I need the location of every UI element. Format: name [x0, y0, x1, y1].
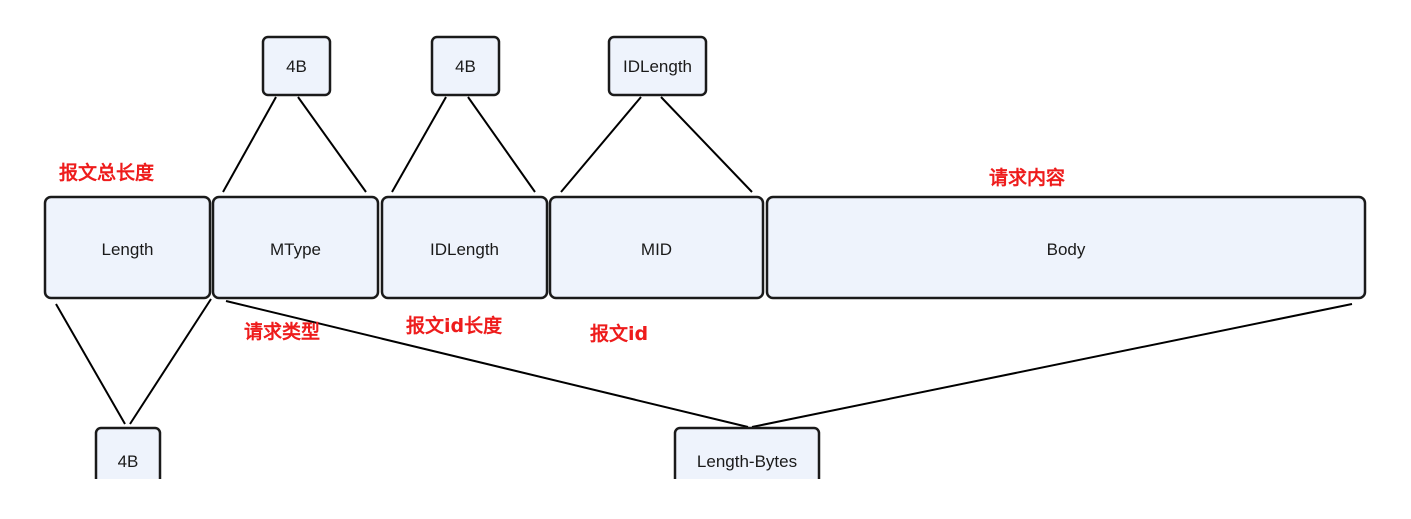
connector-mtype-size-left	[222, 96, 277, 193]
connector-idlength-size-right	[467, 96, 536, 193]
size-box-mid: IDLength	[607, 35, 708, 97]
field-label-idlength: IDLength	[430, 240, 499, 259]
annotation-length: 报文总长度	[59, 161, 155, 184]
connector-idlength-size-left	[391, 96, 447, 193]
field-label-body: Body	[1047, 240, 1086, 259]
field-box-mid: MID	[548, 195, 765, 300]
field-label-mtype: MType	[270, 240, 321, 259]
size-label-length-bytes: Length-Bytes	[697, 452, 797, 471]
annotation-body: 请求内容	[989, 166, 1065, 189]
connector-mtype-size-right	[297, 96, 367, 193]
field-box-mtype: MType	[211, 195, 380, 300]
size-label-mid: IDLength	[623, 57, 692, 76]
field-box-idlength: IDLength	[380, 195, 549, 300]
annotations: 报文总长度 请求内容 请求类型 报文id长度 报文id	[59, 161, 1065, 345]
annotation-mtype: 请求类型	[244, 320, 320, 343]
size-box-mtype: 4B	[261, 35, 332, 97]
connector-length-bytes-right	[751, 303, 1353, 428]
annotation-idlength: 报文id长度	[406, 314, 503, 337]
connector-mid-size-left	[560, 96, 642, 193]
size-label-length: 4B	[118, 452, 139, 471]
size-label-idlength: 4B	[455, 57, 476, 76]
size-box-idlength: 4B	[430, 35, 501, 97]
connector-length-size-right	[129, 298, 212, 425]
field-label-mid: MID	[641, 240, 672, 259]
connector-length-size-left	[55, 303, 126, 425]
connector-length-bytes-left	[225, 300, 749, 428]
size-label-mtype: 4B	[286, 57, 307, 76]
field-box-body: Body	[765, 195, 1367, 300]
connectors	[55, 96, 1353, 428]
annotation-mid: 报文id	[590, 322, 648, 345]
field-label-length: Length	[102, 240, 154, 259]
connector-mid-size-right	[660, 96, 753, 193]
bottom-crop-mask	[0, 479, 1411, 519]
field-box-length: Length	[43, 195, 212, 300]
